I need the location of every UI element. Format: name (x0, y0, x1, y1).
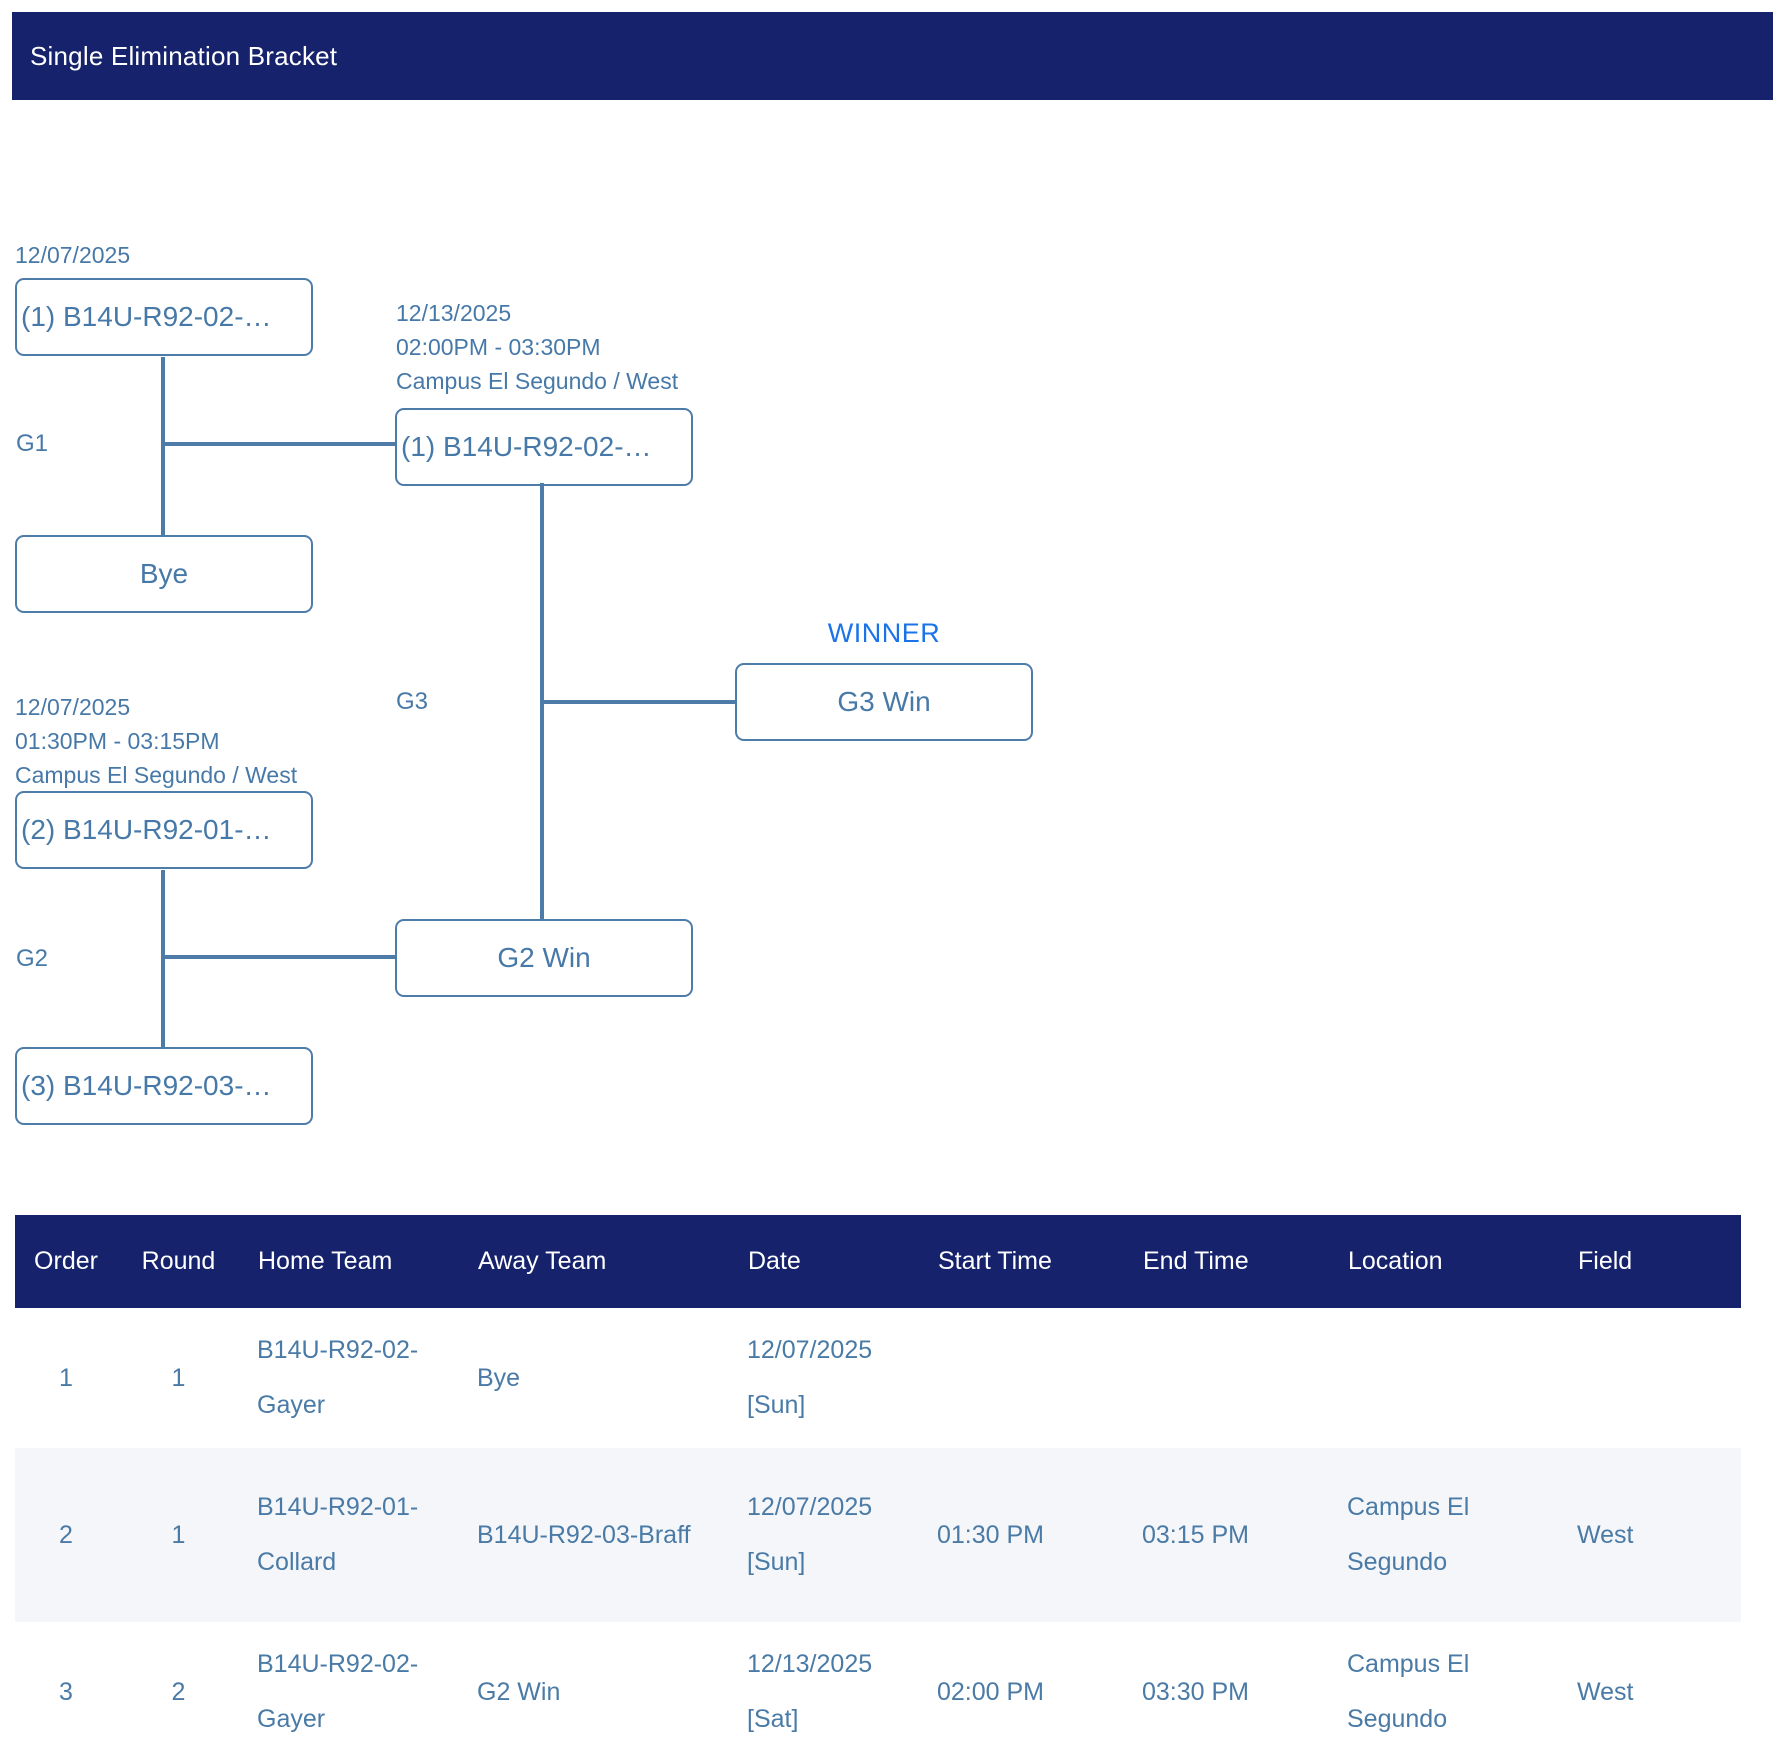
column-header-start-time: Start Time (920, 1215, 1125, 1308)
game2-venue: Campus El Segundo / West (15, 762, 298, 788)
cell-order: 2 (15, 1448, 117, 1622)
cell-round: 1 (171, 1363, 186, 1392)
game2-seed1-box: (2) B14U-R92-01-… (15, 791, 313, 869)
game3-advancer-box: (1) B14U-R92-02-… (395, 408, 693, 486)
table-row: 3 2 B14U-R92-02-Gayer G2 Win 12/13/2025 … (15, 1622, 1741, 1758)
bracket-diagram: 12/07/2025 (1) B14U-R92-02-… G1 Bye 12/1… (15, 242, 1033, 1125)
game1-label: G1 (16, 430, 49, 457)
column-header-date: Date (730, 1215, 920, 1308)
cell-date: 12/13/2025 [Sat] (747, 1650, 873, 1733)
cell-location (1330, 1308, 1560, 1448)
cell-order: 3 (59, 1677, 73, 1706)
game3-winner-box: G3 Win (735, 663, 1033, 741)
cell-away-team: Bye (477, 1363, 521, 1392)
cell-round: 2 (171, 1677, 186, 1706)
page-header: Single Elimination Bracket (12, 12, 1773, 100)
column-header-order: Order (15, 1215, 117, 1308)
table-row: 2 1 B14U-R92-01-Collard B14U-R92-03-Braf… (15, 1448, 1741, 1622)
cell-away-team: G2 Win (477, 1677, 561, 1706)
column-header-end-time: End Time (1125, 1215, 1330, 1308)
game3-label: G3 (396, 688, 429, 715)
cell-end-time: 03:30 PM (1142, 1677, 1250, 1706)
cell-date: 12/07/2025 [Sun] (747, 1336, 873, 1419)
column-header-field: Field (1560, 1215, 1741, 1308)
column-header-location: Location (1330, 1215, 1560, 1308)
game3-time: 02:00PM - 03:30PM (396, 334, 601, 360)
game1-seed2-box: Bye (15, 535, 313, 613)
game1-date: 12/07/2025 (15, 242, 131, 268)
cell-start-time: 02:00 PM (937, 1677, 1045, 1706)
cell-location: Campus El Segundo (1330, 1448, 1560, 1622)
cell-start-time: 01:30 PM (920, 1448, 1125, 1622)
game1-connector-horizontal (161, 442, 395, 446)
cell-home-team: B14U-R92-02-Gayer (257, 1336, 419, 1419)
game2-meta: 12/07/2025 01:30PM - 03:15PM Campus El S… (15, 690, 297, 792)
cell-home-team: B14U-R92-02-Gayer (257, 1650, 419, 1733)
page-title: Single Elimination Bracket (30, 40, 338, 71)
game3-date: 12/13/2025 (396, 300, 512, 326)
cell-date: 12/07/2025 [Sun] (730, 1448, 920, 1622)
game2-seed2-box: (3) B14U-R92-03-… (15, 1047, 313, 1125)
schedule-table: Order Round Home Team Away Team Date Sta… (15, 1215, 1741, 1758)
game2-winner-box: G2 Win (395, 919, 693, 997)
column-header-round: Round (117, 1215, 240, 1308)
game3-meta: 12/13/2025 02:00PM - 03:30PM Campus El S… (396, 296, 678, 398)
table-row: 1 1 B14U-R92-02-Gayer Bye 12/07/2025 [Su… (15, 1308, 1741, 1448)
cell-end-time (1125, 1308, 1330, 1448)
cell-field: West (1577, 1677, 1634, 1706)
cell-start-time (920, 1308, 1125, 1448)
cell-round: 1 (117, 1448, 240, 1622)
game3-connector-horizontal (540, 700, 735, 704)
schedule-header-row: Order Round Home Team Away Team Date Sta… (15, 1215, 1741, 1308)
column-header-home-team: Home Team (240, 1215, 460, 1308)
cell-order: 1 (59, 1363, 73, 1392)
game1-seed1-box: (1) B14U-R92-02-… (15, 278, 313, 356)
column-header-away-team: Away Team (460, 1215, 730, 1308)
cell-end-time: 03:15 PM (1125, 1448, 1330, 1622)
game2-time: 01:30PM - 03:15PM (15, 728, 220, 754)
cell-field (1560, 1308, 1741, 1448)
cell-away-team: B14U-R92-03-Braff (460, 1448, 730, 1622)
game2-label: G2 (16, 945, 49, 972)
cell-location: Campus El Segundo (1347, 1650, 1470, 1733)
game2-date: 12/07/2025 (15, 694, 131, 720)
game3-venue: Campus El Segundo / West (396, 368, 679, 394)
winner-label: WINNER (827, 618, 941, 648)
cell-home-team: B14U-R92-01-Collard (240, 1448, 460, 1622)
cell-field: West (1560, 1448, 1741, 1622)
game2-connector-horizontal (161, 955, 395, 959)
game1-connector-vertical (161, 357, 165, 537)
